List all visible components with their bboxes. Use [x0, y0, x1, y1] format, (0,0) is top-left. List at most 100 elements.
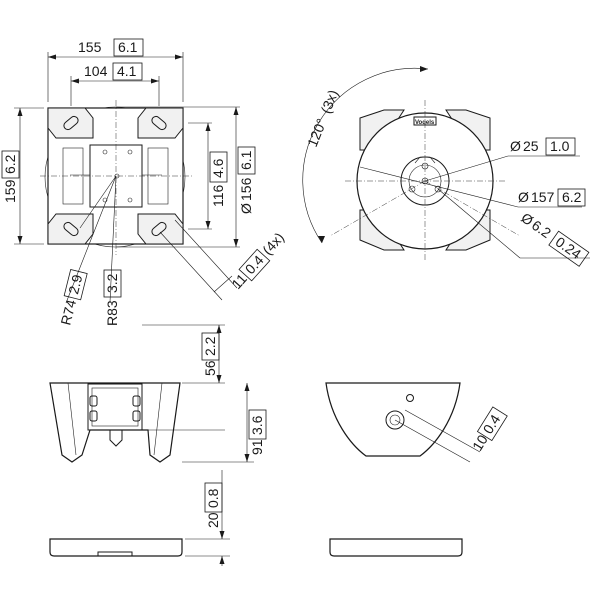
inch-box [248, 409, 267, 440]
leader-6-2 [437, 188, 521, 259]
arrowhead [216, 375, 222, 383]
top-view-base-circle [44, 106, 186, 248]
arrowhead [17, 108, 23, 116]
dim-156-prefix: Ø [238, 203, 254, 214]
inch-box [476, 406, 508, 442]
angle-value: 120° [304, 116, 330, 149]
arrowhead [151, 78, 159, 84]
dim-91-inch: 3.6 [249, 415, 265, 435]
arrowhead [71, 78, 79, 84]
dim-157-inch: 6.2 [562, 189, 582, 205]
inch-box [201, 332, 220, 361]
plate-slot [89, 395, 98, 407]
arrowhead [219, 556, 225, 564]
dim-104-value: 104 [84, 63, 108, 79]
leader [404, 409, 481, 453]
inch-box [238, 248, 271, 282]
leader-r83 [109, 175, 117, 303]
dim-20-inch: 0.8 [205, 488, 221, 508]
inch-box [204, 482, 223, 513]
arrowhead [205, 221, 211, 229]
arrowhead [318, 236, 325, 243]
plate-slot [132, 395, 141, 407]
dim-10-value: 10 [469, 432, 491, 454]
arrowhead [175, 54, 183, 60]
round-base-view: Vogels 120° (3x) Ø 25 1.0 Ø 157 6.2 Ø [302, 66, 590, 267]
dim-159-inch: 6.2 [2, 154, 18, 174]
top-view [40, 100, 192, 304]
arrowhead [219, 531, 225, 539]
dim-155-value: 155 [78, 39, 102, 55]
plate-slot [89, 410, 98, 422]
center-line [424, 180, 521, 237]
inch-box [209, 151, 228, 183]
arrowhead [17, 236, 23, 244]
inch-box [557, 188, 586, 207]
dim-r83-value: R83 [104, 300, 120, 326]
dim-11-inch: 0.4 [242, 252, 267, 277]
inch-box [1, 150, 20, 179]
dim-11-note: (4x) [259, 229, 287, 258]
dim-56-inch: 2.2 [202, 336, 218, 356]
dim-r74-value: R74 [57, 298, 79, 327]
inch-box [548, 230, 590, 267]
leader-10 [394, 419, 471, 463]
inch-box [545, 137, 576, 156]
plate-slot [132, 410, 141, 422]
dim-25-value: 25 [523, 138, 539, 154]
dim-r74-inch: 2.9 [65, 273, 85, 296]
detail-line [153, 382, 163, 456]
leader-157 [359, 166, 519, 208]
arrowhead [420, 66, 428, 72]
corner-foot-br [137, 213, 184, 245]
dim-11-value: 11 [228, 270, 250, 292]
arrowhead [205, 123, 211, 131]
center-line [329, 180, 426, 237]
dimension-line [213, 275, 233, 293]
front-view: 56 2.2 91 3.6 [49, 324, 267, 463]
slot-bl [63, 221, 79, 237]
bolt-hole-3 [434, 185, 442, 193]
bottom-plate-side [329, 538, 463, 557]
arrowhead [244, 454, 250, 462]
dim-157-prefix: Ø [518, 189, 529, 205]
angle-note: (3x) [317, 87, 341, 115]
hole [389, 414, 401, 426]
dim-116-value: 116 [210, 184, 226, 207]
slot-br [151, 221, 167, 237]
arrowhead [233, 107, 239, 115]
plate-front-logo [97, 551, 133, 557]
dim-156-value: 156 [238, 177, 254, 201]
outline [91, 387, 139, 427]
plate-hole [102, 149, 108, 155]
dim-156-inch: 6.1 [238, 150, 254, 170]
inch-box [112, 62, 143, 81]
detail-line [67, 382, 77, 456]
dim-159-value: 159 [2, 179, 18, 203]
arrowhead [244, 383, 250, 391]
plate-side-body [329, 538, 463, 557]
plate-hole [127, 149, 133, 155]
dim-25-inch: 1.0 [550, 138, 570, 154]
bolt-hole-2 [408, 185, 416, 193]
leader [79, 175, 117, 229]
side-view: 10 0.4 [325, 382, 508, 463]
dim-r83-inch: 3.2 [104, 273, 120, 293]
plate-front-body [49, 538, 183, 557]
angle-arc [302, 67, 429, 244]
dim-116-inch: 4.6 [210, 158, 226, 178]
slot-tl [63, 115, 79, 131]
inch-box [63, 269, 88, 301]
plate-hole [102, 197, 108, 203]
dim-104-inch: 4.1 [117, 63, 137, 79]
leader [174, 219, 238, 289]
arrowhead [48, 54, 56, 60]
plate-hole [127, 197, 133, 203]
dim-155-inch: 6.1 [118, 39, 138, 55]
dim-25-prefix: Ø [510, 138, 521, 154]
slot-holes [63, 115, 167, 237]
side-view-hole [385, 410, 405, 430]
leader-25 [424, 155, 509, 182]
arrowhead [233, 239, 239, 247]
